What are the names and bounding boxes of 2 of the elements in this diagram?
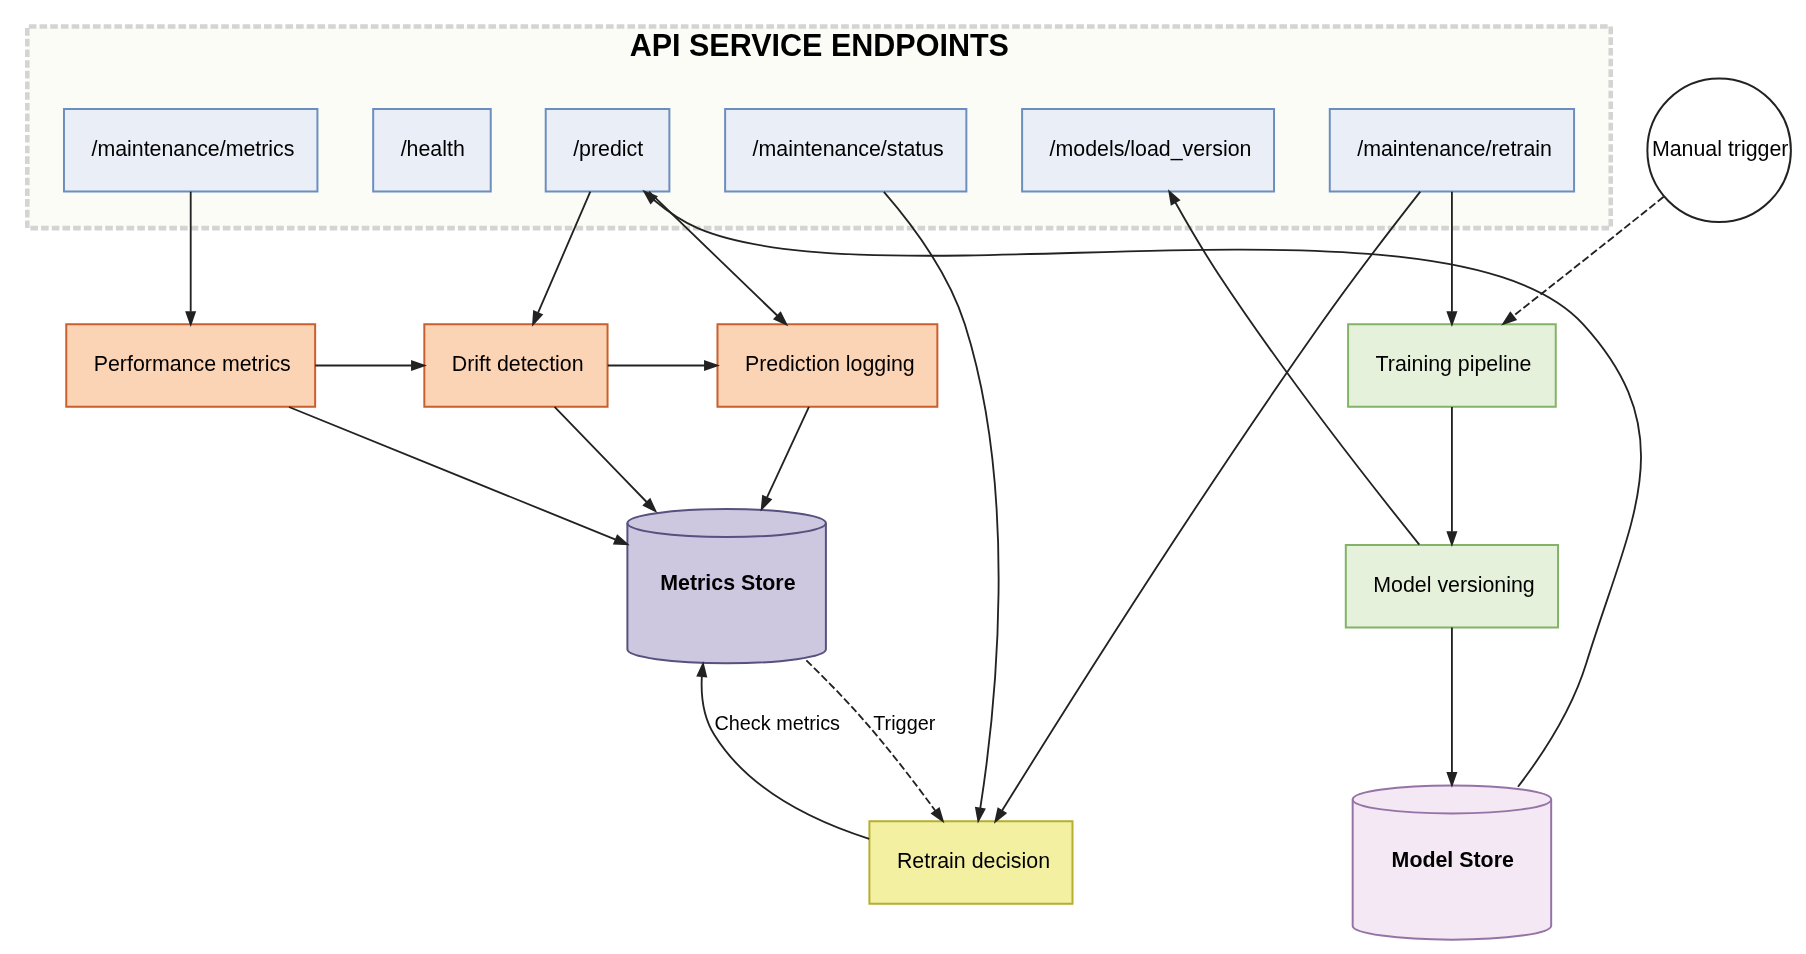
edge-label: Check metrics <box>714 711 841 734</box>
edge-label: Trigger <box>873 711 936 734</box>
